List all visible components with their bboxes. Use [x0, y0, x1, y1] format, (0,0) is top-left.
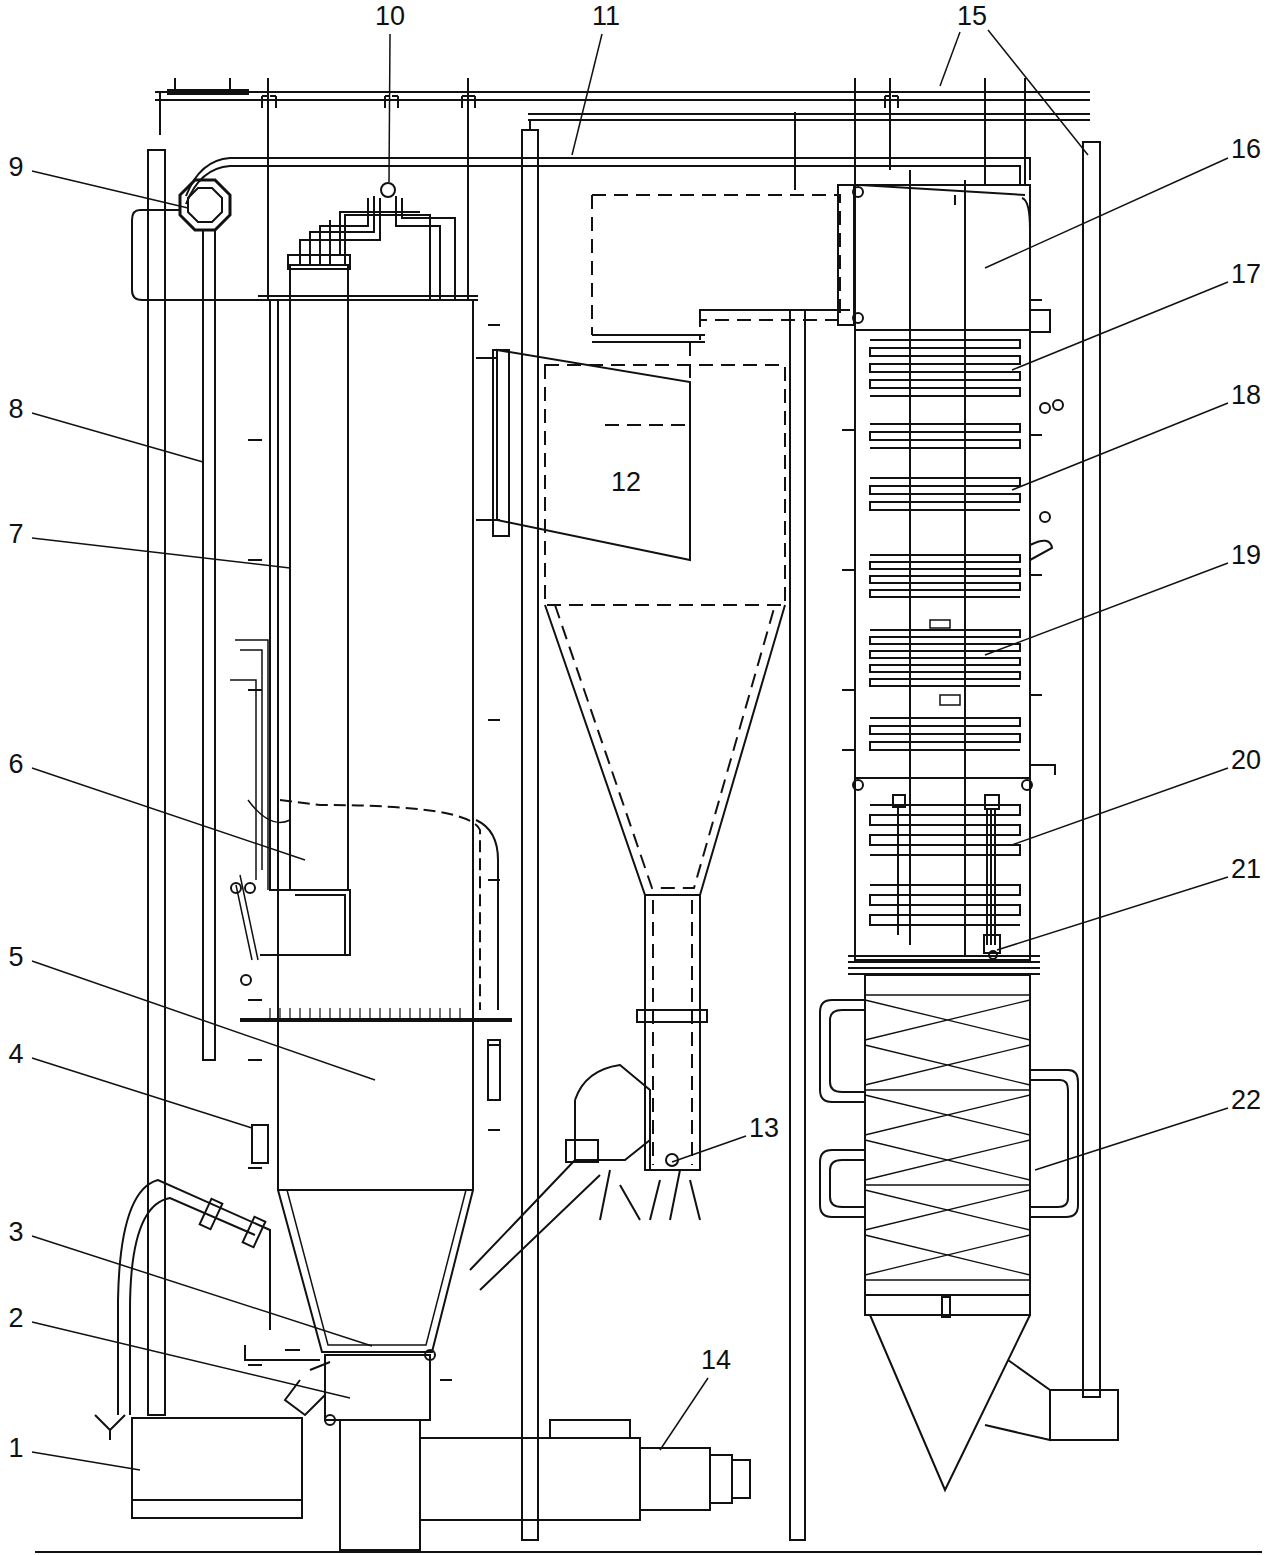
leader-line	[1012, 282, 1228, 370]
callout-number: 19	[1230, 542, 1262, 569]
leader-line	[988, 30, 1088, 155]
leader-line	[1012, 768, 1228, 845]
leader-line	[389, 34, 390, 182]
callout-number: 18	[1230, 382, 1262, 409]
leader-line	[32, 413, 203, 462]
leader-line	[985, 158, 1228, 268]
leader-line	[1035, 1108, 1228, 1170]
callout-number: 7	[7, 521, 24, 548]
callout-number: 6	[7, 751, 24, 778]
leader-line	[985, 563, 1228, 655]
callout-number: 22	[1230, 1087, 1262, 1114]
leader-line	[32, 171, 188, 208]
callout-number: 17	[1230, 261, 1262, 288]
callout-number: 12	[610, 469, 642, 496]
callout-number: 13	[748, 1115, 780, 1142]
callout-number: 15	[956, 3, 988, 30]
callout-number: 3	[7, 1219, 24, 1246]
callout-number: 9	[7, 154, 24, 181]
callout-number: 16	[1230, 136, 1262, 163]
leader-line	[1012, 403, 1228, 490]
callout-number: 11	[591, 3, 621, 30]
leader-line	[572, 34, 602, 155]
leader-line	[32, 538, 290, 568]
callout-number: 5	[7, 944, 24, 971]
callout-number: 21	[1230, 856, 1262, 883]
callout-number: 14	[700, 1347, 732, 1374]
leader-line	[32, 961, 375, 1080]
leader-line	[940, 32, 960, 86]
leader-line	[672, 1136, 746, 1162]
leader-line	[32, 1236, 372, 1346]
leader-line	[32, 768, 305, 860]
callout-number: 20	[1230, 747, 1262, 774]
callout-number: 1	[7, 1435, 24, 1462]
callout-number: 4	[7, 1041, 24, 1068]
callout-number: 10	[374, 3, 406, 30]
leader-line	[997, 877, 1228, 950]
leader-line	[660, 1378, 708, 1450]
callout-number: 2	[7, 1305, 24, 1332]
leader-line	[32, 1452, 140, 1470]
leader-line	[32, 1058, 252, 1128]
leader-line	[32, 1322, 350, 1398]
callout-number: 8	[7, 396, 24, 423]
